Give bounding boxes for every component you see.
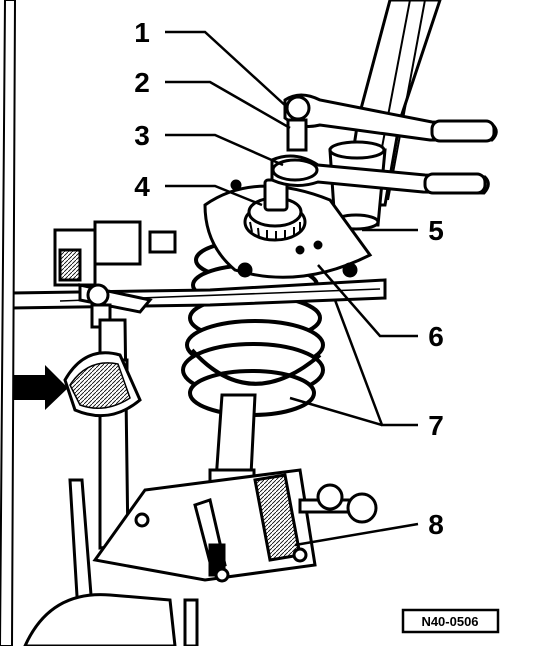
clamp-assembly: [53, 220, 177, 329]
callout-8: 8: [428, 509, 444, 540]
callout-7: 7: [428, 410, 444, 441]
bench-base: [0, 0, 199, 648]
degree-dial: [63, 351, 142, 418]
leader-line-3: [165, 133, 284, 167]
leader-line-4: [165, 184, 263, 207]
leader-line-2: [165, 80, 291, 130]
leader-lines: [165, 30, 419, 547]
callout-4: 4: [134, 171, 150, 202]
upper-wrench: [283, 93, 498, 152]
leader-line-7b: [289, 396, 383, 427]
leader-line-1: [165, 30, 289, 109]
adjustment-knob: [298, 483, 378, 524]
figure-id-box: N40-0506: [401, 608, 500, 634]
leader-line-6: [317, 264, 418, 338]
callout-3: 3: [134, 120, 150, 151]
direction-arrow: [10, 365, 68, 410]
callout-1: 1: [134, 17, 150, 48]
leader-line-8: [294, 522, 419, 547]
leader-line-7a: [333, 299, 418, 427]
mounting-plate: [92, 468, 317, 583]
figure-id: N40-0506: [421, 614, 478, 629]
callout-6: 6: [428, 321, 444, 352]
lower-wrench: [270, 154, 490, 195]
callout-2: 2: [134, 67, 150, 98]
callout-5: 5: [428, 215, 444, 246]
